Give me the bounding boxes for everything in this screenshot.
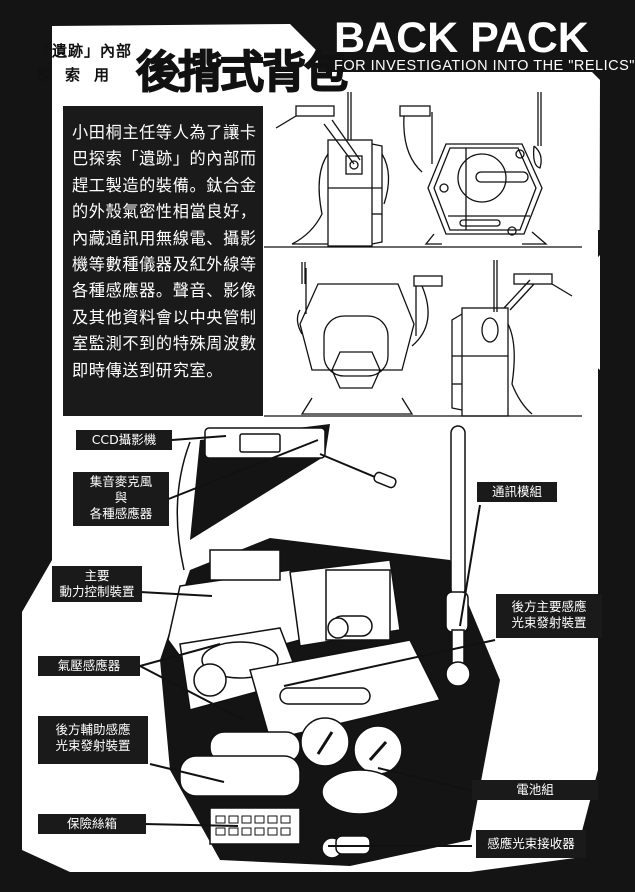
label-text: 後方輔助感應 [55,722,131,737]
label-rear-main-beam-emitter: 後方主要感應 光束發射裝置 [496,594,602,638]
side-view-right [451,260,573,417]
side-view-left [275,92,390,247]
description-line: 機等數種儀器及紅外線等 [72,255,257,275]
label-text: 各種感應器 [89,506,153,521]
label-text: 電池組 [516,782,554,797]
description-line: 室監測不到的特殊周波數 [72,334,257,354]
label-microphone-sensors: 集音麥克風 與 各種感應器 [73,472,169,526]
title-chinese: 後揹式背包 [135,46,349,99]
description-line: 各種感應器。聲音、影像 [72,281,257,301]
label-rear-aux-beam-emitter: 後方輔助感應 光束發射裝置 [38,716,148,764]
description-line: 的外殼氣密性相當良好， [72,202,257,222]
label-text: 動力控制裝置 [59,584,135,599]
label-text: 氣壓感應器 [57,658,121,673]
fuse-box [209,807,301,845]
orthographic-views [264,92,582,417]
backpack-cutaway-illustration [160,424,500,866]
kicker-line-1: 「遺跡」內部 [36,42,133,60]
description-line: 及其他資料會以中央管制 [72,307,257,327]
label-comm-module: 通訊模組 [477,482,557,502]
subtitle-english: FOR INVESTIGATION INTO THE "RELICS" [334,58,635,74]
label-text: 保險絲箱 [66,816,117,831]
label-beam-receiver: 感應光束接收器 [476,830,586,858]
label-battery-pack: 電池組 [472,780,598,800]
label-text: CCD攝影機 [91,432,157,447]
label-text: 光束發射裝置 [511,615,587,630]
description-box: 小田桐主任等人為了讓卡 巴探索「遺跡」的內部而 趕工製造的裝備。鈦合金 的外殼氣… [63,106,263,416]
label-fuse-box: 保險絲箱 [38,814,146,834]
label-text: 集音麥克風 [89,474,153,489]
title-english: BACK PACK [334,14,589,62]
label-text: 與 [114,490,128,505]
label-text: 後方主要感應 [511,599,587,614]
english-title-block: BACK PACK FOR INVESTIGATION INTO THE "RE… [334,14,635,75]
description-line: 即時傳送到研究室。 [72,360,224,380]
label-ccd-camera: CCD攝影機 [76,430,172,450]
label-pressure-sensor: 氣壓感應器 [38,656,140,676]
description-line: 趕工製造的裝備。鈦合金 [72,175,257,195]
label-text: 感應光束接收器 [487,836,575,851]
antenna [450,425,466,597]
description-line: 小田桐主任等人為了讓卡 [72,123,257,142]
back-view-hex [399,92,548,245]
label-text: 通訊模組 [491,484,542,499]
kicker-line-2: 探索用 [36,66,124,84]
label-main-power-control: 主要 動力控制裝置 [52,566,142,602]
description-line: 巴探索「遺跡」的內部而 [72,149,257,169]
label-text: 主要 [84,568,110,583]
description-line: 內藏通訊用無線電、攝影 [72,228,257,248]
front-view [296,262,443,415]
label-text: 光束發射裝置 [55,738,131,753]
